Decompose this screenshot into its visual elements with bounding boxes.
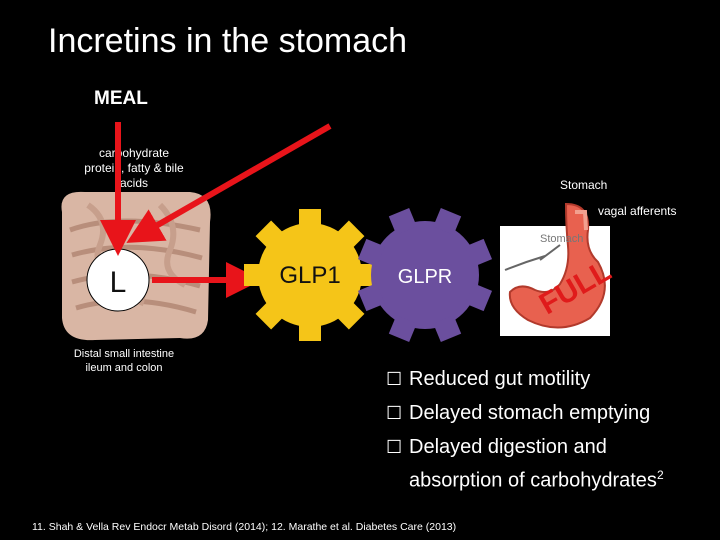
intestine-image [61,191,211,341]
glp1-label: GLP1 [279,262,340,289]
vagal-afferents-label: vagal afferents [598,204,677,218]
effect-item: ☐ Reduced gut motility [386,362,699,396]
meal-arrow-diagonal [126,123,332,243]
checkbox-icon: ☐ [386,403,403,423]
stomach-image-label: Stomach [540,233,583,245]
stomach-label: Stomach [560,178,608,192]
effect-item: ☐ Delayed digestion and absorption of ca… [386,430,699,495]
effect-item: ☐ Delayed stomach emptying [386,396,699,430]
glpr-gear [357,207,493,343]
l-cell-label: L [110,266,127,299]
effects-list: ☐ Reduced gut motility ☐ Delayed stomach… [386,362,699,495]
meal-label: MEAL [94,88,148,109]
glpr-label: GLPR [398,266,452,288]
effect-text: Delayed stomach emptying [409,402,651,424]
effect-text: Delayed digestion and absorption of carb… [409,436,657,492]
glp1-gear [244,209,376,341]
footer-citation: 11. Shah & Vella Rev Endocr Metab Disord… [32,521,457,533]
effect-superscript: 2 [656,468,664,482]
intestine-label: Distal small intestine ileum and colon [73,348,175,374]
page-title: Incretins in the stomach [48,22,408,60]
checkbox-icon: ☐ [386,369,403,389]
checkbox-icon: ☐ [386,437,403,457]
effect-text: Reduced gut motility [409,368,591,390]
stomach-image [500,202,610,336]
